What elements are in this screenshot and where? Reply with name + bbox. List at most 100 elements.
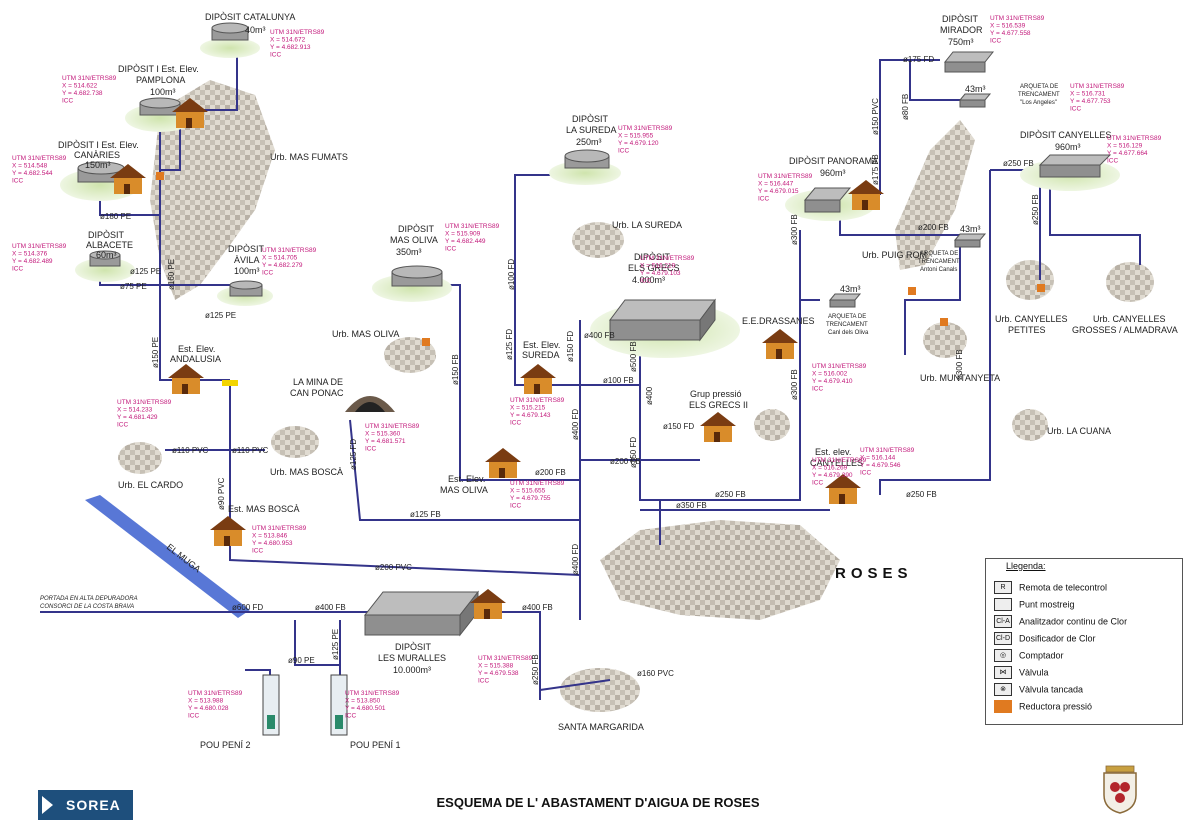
urban-area-muntanyeta bbox=[923, 322, 967, 358]
station-label: ARQUETA DE bbox=[828, 314, 866, 320]
tank-ground bbox=[200, 38, 260, 58]
station-label: PORTADA EN ALTA DEPURADORA bbox=[40, 596, 138, 602]
utm-line: Y = 4.679.410 bbox=[812, 378, 853, 385]
utm-line: ICC bbox=[510, 503, 522, 510]
station-icon bbox=[168, 364, 204, 394]
cylinder-tanks bbox=[77, 22, 610, 297]
station-label: POU PENÍ 1 bbox=[350, 740, 401, 750]
utm-line: UTM 31N/ETRS89 bbox=[1107, 135, 1162, 142]
legend-item-label: Analitzador continu de Clor bbox=[1019, 616, 1128, 627]
pipe-label: ø125 FD bbox=[505, 329, 514, 360]
tank-capacity: 40m³ bbox=[245, 25, 266, 35]
station-labels: Est. Elev. ANDALUSIA Est. MAS BOSCÀ Est.… bbox=[40, 84, 1060, 750]
utm-line: ICC bbox=[365, 446, 377, 453]
utm-line: ICC bbox=[262, 270, 274, 277]
legend-item-label: Reductora pressió bbox=[1019, 701, 1093, 712]
station-label: ANDALUSIA bbox=[170, 354, 221, 364]
legend-item-label: Punt mostreig bbox=[1019, 599, 1075, 610]
pipe-line bbox=[904, 235, 961, 355]
pipe-label: ø175 FB bbox=[871, 154, 880, 185]
pipe-line bbox=[294, 620, 340, 666]
utm-line: ICC bbox=[1107, 158, 1119, 165]
utm-line: Y = 4.680.501 bbox=[345, 705, 386, 712]
station-icon bbox=[700, 412, 736, 442]
pipe-line bbox=[639, 335, 661, 545]
station-icon bbox=[470, 589, 506, 619]
pipe-label: ø90 PE bbox=[288, 656, 315, 665]
utm-line: UTM 31N/ETRS89 bbox=[262, 247, 317, 254]
place-label: Urb. LA SUREDA bbox=[612, 220, 682, 230]
utm-line: ICC bbox=[478, 678, 490, 685]
utm-line: ICC bbox=[252, 548, 264, 555]
urban-area-roses bbox=[600, 520, 840, 620]
tank-capacity: 100m³ bbox=[150, 87, 176, 97]
pipe-labels: ø180 PE ø125 PE ø75 PE ø125 PE ø160 PE ø… bbox=[100, 55, 1040, 685]
tank-capacity: 100m³ bbox=[234, 266, 260, 276]
station-icon bbox=[485, 448, 521, 478]
urban-area-santa-margarida bbox=[560, 668, 640, 712]
place-labels: Urb. MAS FUMATS Urb. LA SUREDA Urb. MAS … bbox=[118, 152, 1178, 732]
tank-title: DIPÒSIT bbox=[228, 244, 265, 254]
pipe-line bbox=[539, 679, 611, 691]
utm-line: Y = 4.677.664 bbox=[1107, 150, 1148, 157]
utm-line: ICC bbox=[640, 278, 652, 285]
utm-line: UTM 31N/ETRS89 bbox=[270, 29, 325, 36]
tank-subtitle: MIRADOR bbox=[940, 25, 983, 35]
closed-valve-icon: ⊗ bbox=[994, 683, 1012, 696]
pumping-stations bbox=[110, 98, 884, 619]
place-label: PETITES bbox=[1008, 325, 1046, 335]
utm-line: UTM 31N/ETRS89 bbox=[117, 399, 172, 406]
station-label: Est. Elev. bbox=[448, 474, 485, 484]
utm-line: Y = 4.682.913 bbox=[270, 44, 311, 51]
urban-area-canyelles-petites bbox=[1006, 260, 1054, 300]
place-label: ROSES bbox=[835, 565, 913, 582]
tank-subtitle: CANÀRIES bbox=[74, 150, 120, 160]
station-label: TRENCAMENT bbox=[1018, 92, 1060, 98]
pipe-label: ø500 FB bbox=[629, 341, 638, 372]
station-label: TRENCAMENT bbox=[826, 322, 868, 328]
tank-subtitle: MAS OLIVA bbox=[390, 235, 438, 245]
place-label: Urb. CANYELLES bbox=[1093, 314, 1166, 324]
pipe-line bbox=[879, 59, 940, 195]
place-label: Urb. MAS OLIVA bbox=[332, 329, 399, 339]
diagram-title: ESQUEMA DE L' ABASTAMENT D'AIGUA DE ROSE… bbox=[436, 795, 760, 810]
utm-line: ICC bbox=[990, 38, 1002, 45]
pipe-line bbox=[349, 419, 580, 521]
legend-item: ■Reductora pressió bbox=[994, 700, 1092, 714]
utm-line: UTM 31N/ETRS89 bbox=[12, 155, 67, 162]
station-label: "Los Angeles" bbox=[1020, 100, 1057, 106]
station-label: Antoni Canals bbox=[920, 267, 957, 273]
utm-line: Y = 4.682.544 bbox=[12, 170, 53, 177]
station-label: ARQUETA DE bbox=[920, 251, 958, 257]
pipe-label: ø400 FD bbox=[571, 544, 580, 575]
tank-mas-oliva bbox=[391, 265, 443, 287]
tank-title: DIPÒSIT bbox=[942, 14, 979, 24]
urban-area-el-cardo bbox=[118, 442, 162, 474]
utm-line: Y = 4.679.755 bbox=[510, 495, 551, 502]
utm-line: Y = 4.677.558 bbox=[990, 30, 1031, 37]
place-label: Urb. LA CUANA bbox=[1047, 426, 1111, 436]
utm-line: Y = 4.679.120 bbox=[618, 140, 659, 147]
station-label: Canl dels Oliva bbox=[828, 330, 869, 336]
tank-la-sureda bbox=[564, 149, 610, 169]
tank-canaries bbox=[77, 161, 125, 183]
tank-canyelles bbox=[1038, 154, 1112, 178]
station-label: SUREDA bbox=[522, 350, 560, 360]
tank-subtitle: LES MURALLES bbox=[378, 653, 446, 663]
utm-line: UTM 31N/ETRS89 bbox=[188, 690, 243, 697]
station-icon bbox=[210, 516, 246, 546]
pipe-label: ø300 FB bbox=[955, 349, 964, 380]
urban-area-mas-bosca bbox=[271, 426, 319, 458]
tank-albacete bbox=[89, 250, 121, 267]
place-label: E.E.DRASSANES bbox=[742, 316, 815, 326]
station-label: Est. Elev. bbox=[178, 344, 215, 354]
roses-coat-of-arms-icon bbox=[1103, 765, 1137, 814]
pipe-label: ø125 PE bbox=[331, 629, 340, 660]
mine-tunnel-icon bbox=[345, 396, 395, 412]
